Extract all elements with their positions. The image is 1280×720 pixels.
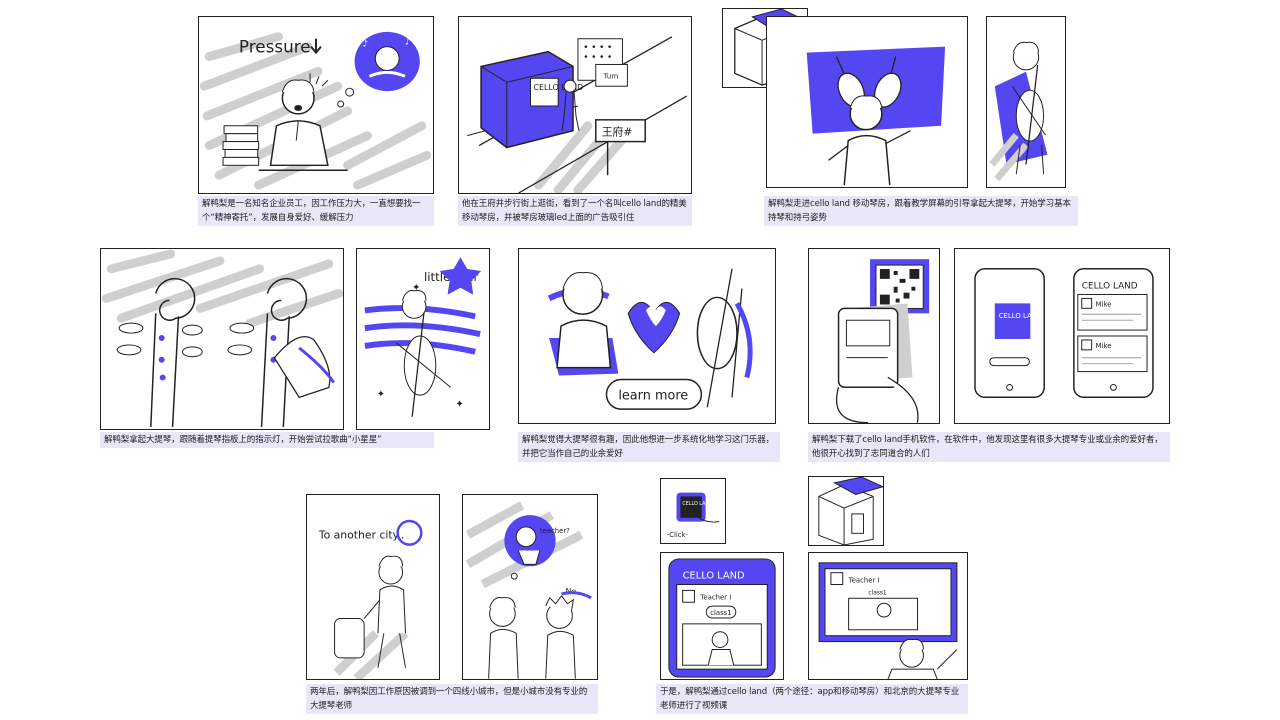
small-sign: Turn (603, 72, 619, 80)
panel-screen-class: Teacher I class1 (808, 552, 968, 680)
panel-learn-more: learn more (518, 248, 776, 424)
click-logo-text: CELLO LAND (682, 501, 713, 507)
caption-7: 两年后，解鸭梨因工作原因被调到一个四线小城市，但是小城市没有专业的大提琴老师 (306, 684, 598, 714)
app-logo-text: CELLO LAND (999, 312, 1042, 320)
panel-street: CELLO LAND Turn 王府# (458, 16, 692, 194)
svg-text:✦: ✦ (377, 389, 385, 400)
caption-5: 解鸭梨觉得大提琴很有趣，因此他想进一步系统化地学习这门乐器，并把它当作自己的业余… (518, 432, 780, 462)
panel-box-inset (808, 476, 884, 546)
screen-class: class1 (868, 590, 887, 596)
panel-qr-download (808, 248, 940, 424)
phone-class: class1 (710, 609, 731, 617)
svg-text:✦: ✦ (412, 283, 420, 294)
panel-holding-cello (986, 16, 1066, 188)
caption-4: 解鸭梨拿起大提琴，跟随着提琴指板上的指示灯，开始尝试拉歌曲“小星星” (100, 432, 434, 448)
caption-6: 解鸭梨下载了cello land手机软件，在软件中，他发现这里有很多大提琴专业或… (808, 432, 1170, 462)
teacher-question: teacher? (540, 527, 570, 535)
phone-teacher: Teacher I (699, 593, 731, 601)
caption-2: 他在王府井步行街上逛街，看到了一个名叫cello land的精美移动琴房，并被琴… (458, 196, 692, 226)
pressure-title: Pressure (239, 37, 311, 57)
caption-1: 解鸭梨是一名知名企业员工，因工作压力大，一直想要找一个“精神寄托”，发展自身爱好… (198, 196, 434, 226)
caption-3: 解鸭梨走进cello land 移动琴房，跟着教学屏幕的引导拿起大提琴，开始学习… (764, 196, 1078, 226)
screen-teacher: Teacher I (848, 577, 880, 585)
learn-more-button: learn more (618, 388, 688, 403)
panel-app-screens: CELLO LAND CELLO LAND Mike Mike (954, 248, 1170, 424)
app-user-1: Mike (1096, 300, 1112, 308)
panel-another-city: To another city.. (306, 494, 440, 680)
panel-cello-scrolls (100, 248, 344, 430)
panel-phone-class: CELLO LAND Teacher I class1 (660, 552, 784, 680)
street-sign: 王府# (602, 125, 633, 139)
app-user-2: Mike (1096, 342, 1112, 350)
panel-pressure: Pressure ♪ ♪ (198, 16, 434, 194)
phone-app-title: CELLO LAND (683, 571, 745, 582)
svg-text:✦: ✦ (456, 399, 464, 410)
another-city-title: To another city.. (318, 529, 405, 542)
panel-learning-screen (766, 16, 968, 188)
cello-land-sign: CELLO LAND (533, 83, 583, 92)
app-title: CELLO LAND (1082, 282, 1138, 292)
svg-text:♪: ♪ (362, 40, 368, 50)
panel-little-star: little Star ✦ ✦ ✦ (356, 248, 490, 430)
panel-click-logo: CELLO LAND -Click- (660, 478, 726, 544)
click-label: -Click- (667, 531, 689, 539)
caption-8: 于是，解鸭梨通过cello land（两个途径：app和移动琴房）和北京的大提琴… (656, 684, 968, 714)
panel-no-teacher: teacher? No.. (462, 494, 598, 680)
svg-text:♪: ♪ (405, 38, 411, 48)
